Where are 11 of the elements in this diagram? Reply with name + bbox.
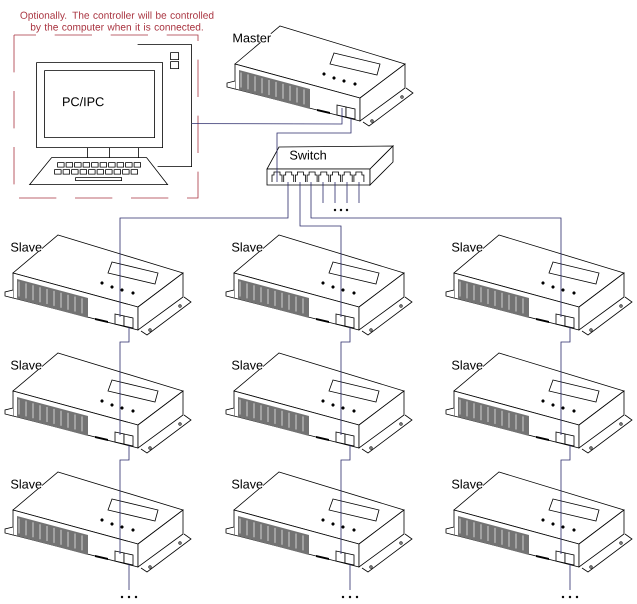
cable-line xyxy=(322,182,324,204)
cable-line xyxy=(358,182,360,204)
cable-line xyxy=(128,564,130,590)
cable-line xyxy=(346,182,348,204)
note-text: Optionally. The controller will be controlled by the computer when it is connected. xyxy=(20,11,214,33)
device-label: PC/IPC xyxy=(63,96,104,106)
cable-line xyxy=(334,182,336,204)
cable-line xyxy=(191,108,342,124)
cable-line xyxy=(120,182,288,318)
device-label: Switch xyxy=(290,150,326,160)
cable-line xyxy=(276,118,352,182)
